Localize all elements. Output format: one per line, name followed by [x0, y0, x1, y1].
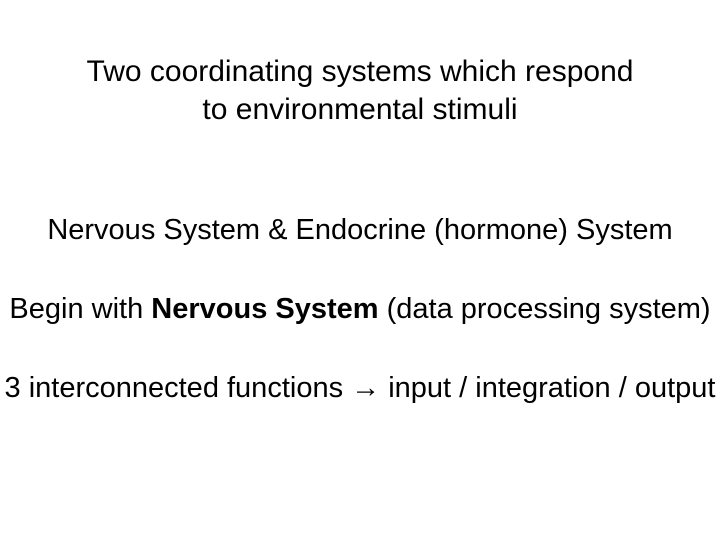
page-title-line-1: Two coordinating systems which respond — [86, 55, 634, 88]
right-arrow-icon: → — [351, 372, 381, 404]
begin-line-suffix: (data processing system) — [378, 293, 711, 325]
functions-line: 3 interconnected functions → input / int… — [0, 374, 720, 403]
begin-line: Begin with Nervous System (data processi… — [0, 295, 720, 324]
begin-line-bold-phrase: Nervous System — [151, 293, 379, 325]
systems-line: Nervous System & Endocrine (hormone) Sys… — [47, 214, 673, 246]
page-title: Two coordinating systems which respond to… — [0, 53, 720, 129]
begin-line-prefix: Begin with — [9, 293, 152, 325]
functions-line-prefix: 3 interconnected functions — [4, 372, 352, 404]
page-title-line-2: to environmental stimuli — [202, 93, 518, 126]
functions-line-suffix: input / integration / output — [380, 372, 716, 404]
